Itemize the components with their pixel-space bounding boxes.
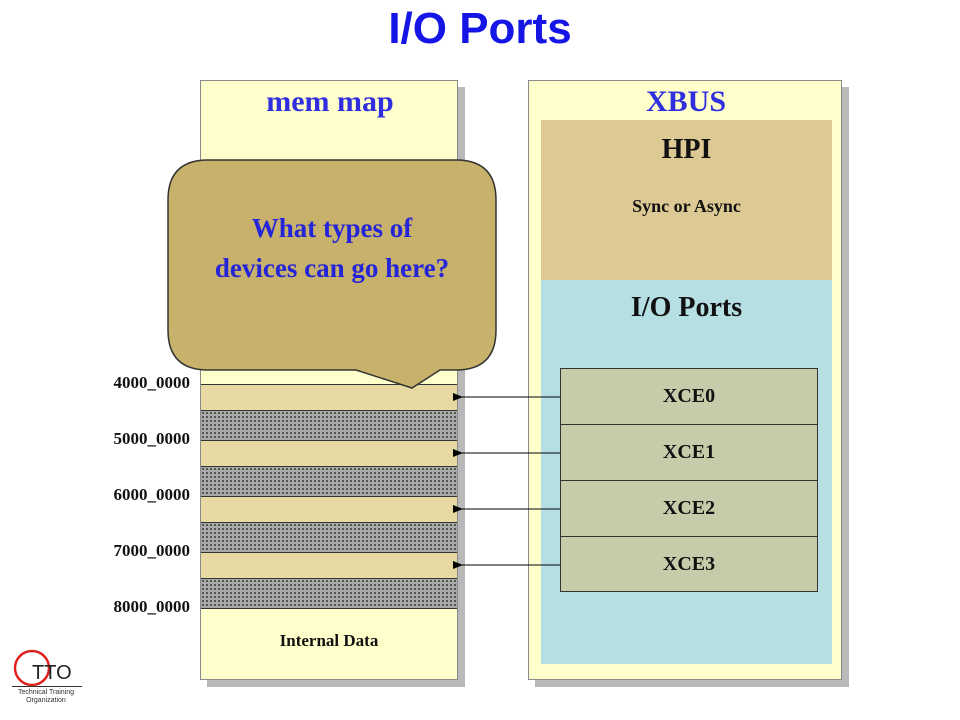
- xce1-box: XCE1: [560, 424, 818, 481]
- logo-circle-icon: [13, 649, 51, 687]
- callout-text: What types of devices can go here?: [168, 208, 496, 288]
- mem-band-xce1: [201, 440, 457, 466]
- address-label: 4000_0000: [113, 373, 191, 392]
- logo-caption: Technical Training Organization: [8, 689, 84, 705]
- mem-band-reserved: [201, 578, 457, 609]
- logo-text: TTO: [32, 662, 72, 684]
- tto-logo: TTO Technical Training Organization: [8, 648, 84, 714]
- address-label: 7000_0000: [113, 541, 191, 560]
- slide-title: I/O Ports: [388, 4, 572, 53]
- logo-caption-line-1: Technical Training: [17, 689, 75, 696]
- hpi-title: HPI: [661, 134, 712, 165]
- logo-underline: [12, 686, 82, 687]
- mem-band-reserved: [201, 410, 457, 440]
- logo-caption-line-2: Organization: [26, 697, 66, 704]
- mem-band-xce0: [201, 384, 457, 410]
- xce0-box: XCE0: [560, 368, 818, 425]
- mem-map-title: mem map: [266, 85, 394, 118]
- hpi-box: HPI Sync or Async: [541, 120, 832, 280]
- io-ports-title: I/O Ports: [630, 292, 743, 323]
- mem-band-reserved: [201, 466, 457, 496]
- mem-band-reserved: [201, 522, 457, 552]
- xbus-title: XBUS: [645, 85, 727, 118]
- hpi-subtitle: Sync or Async: [632, 196, 741, 216]
- address-label: 6000_0000: [113, 485, 191, 504]
- callout-line-1: What types of: [251, 213, 413, 243]
- address-label: 8000_0000: [113, 597, 191, 616]
- address-label: 5000_0000: [113, 429, 191, 448]
- internal-data-label: Internal Data: [279, 631, 379, 650]
- mem-band-xce2: [201, 496, 457, 522]
- callout-line-2: devices can go here?: [214, 253, 450, 283]
- xce3-box: XCE3: [560, 536, 818, 592]
- mem-band-xce3: [201, 552, 457, 578]
- xce2-box: XCE2: [560, 480, 818, 537]
